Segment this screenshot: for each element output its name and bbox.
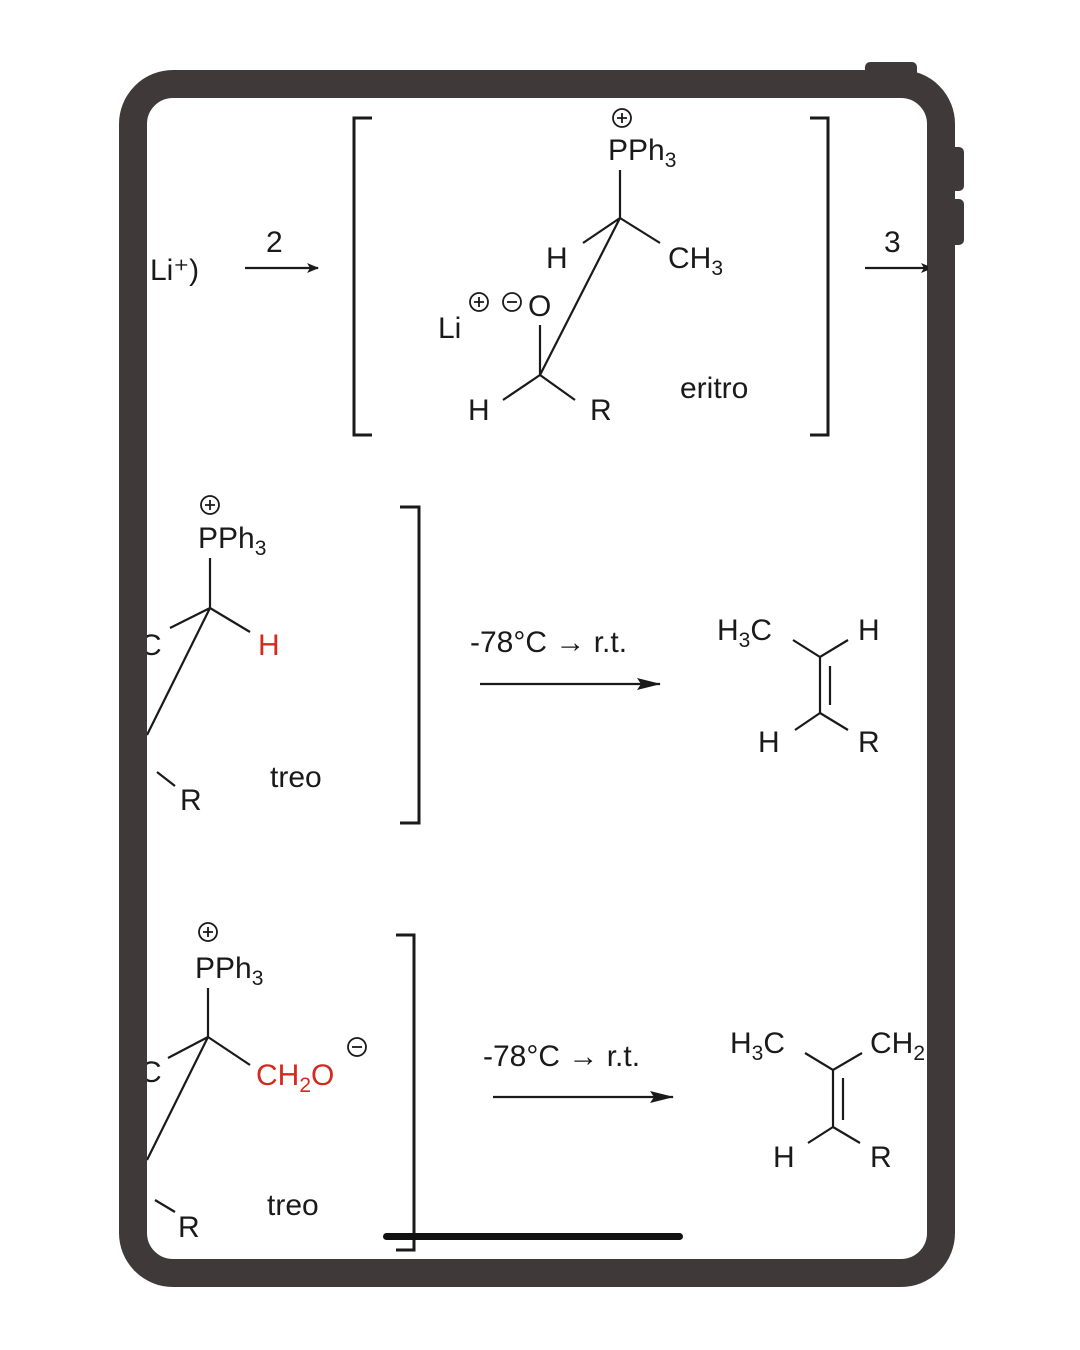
h3c-label: H3C: [717, 614, 772, 652]
reaction-scheme: Li⁺) 2 PPh3 H CH3 Li O H R eritro 3: [140, 108, 928, 1252]
minus-charge-icon: [502, 292, 522, 312]
reaction-arrow-2: -78°C → r.t.: [483, 1040, 674, 1103]
treo-label: treo: [267, 1189, 319, 1222]
r-group: R: [858, 726, 880, 759]
home-indicator[interactable]: [383, 1233, 683, 1240]
plus-charge-icon: [198, 922, 218, 942]
conditions-label: -78°C → r.t.: [470, 626, 627, 659]
right-bracket: [810, 116, 830, 437]
plus-charge-icon: [612, 108, 632, 128]
plus-charge-icon: [469, 292, 489, 312]
step-2-arrow: Li⁺) 2: [150, 226, 319, 287]
ch2o-highlighted: CH2O: [256, 1059, 334, 1097]
arrow-label-3: 3: [884, 226, 901, 259]
ch2-label: CH2: [870, 1027, 925, 1065]
phosphonium-label: PPh3: [195, 952, 263, 990]
h-bottom: H: [758, 726, 780, 759]
step-3-arrow: 3: [865, 226, 928, 273]
h-highlighted: H: [258, 629, 280, 662]
right-bracket: [396, 933, 416, 1252]
oxygen-label: O: [528, 290, 551, 323]
h-top: H: [546, 242, 568, 275]
eritro-label: eritro: [680, 372, 748, 405]
h3c-label: H3C: [730, 1027, 785, 1065]
alkene-product-1: H3C H H R: [717, 614, 880, 759]
reagent-fragment: Li⁺): [150, 254, 199, 287]
treo-intermediate-2: PPh3 CH2O C R treo: [140, 922, 416, 1252]
conditions-label: -78°C → r.t.: [483, 1040, 640, 1073]
c-fragment: C: [140, 1056, 162, 1089]
r-group: R: [178, 1211, 200, 1244]
treo-label: treo: [270, 761, 322, 794]
eritro-intermediate: PPh3 H CH3 Li O H R eritro: [352, 108, 830, 437]
h-top: H: [858, 614, 880, 647]
r-group: R: [590, 394, 612, 427]
device-frame: [119, 70, 955, 1287]
right-bracket: [400, 505, 421, 825]
treo-intermediate-1: PPh3 H C R treo: [140, 495, 421, 825]
h-bottom: H: [773, 1141, 795, 1174]
alkene-product-2: H3C CH2 H R: [730, 1027, 925, 1174]
left-bracket: [352, 116, 372, 437]
plus-charge-icon: [200, 495, 220, 515]
lithium-label: Li: [438, 312, 461, 345]
h-bottom: H: [468, 394, 490, 427]
phosphonium-label: PPh3: [198, 522, 266, 560]
c-fragment: C: [140, 629, 162, 662]
r-group: R: [180, 784, 202, 817]
r-group: R: [870, 1141, 892, 1174]
methyl-label: CH3: [668, 242, 723, 280]
minus-charge-icon: [347, 1037, 367, 1057]
arrow-label-2: 2: [266, 226, 283, 259]
phosphonium-label: PPh3: [608, 134, 676, 172]
reaction-arrow-1: -78°C → r.t.: [470, 626, 661, 690]
